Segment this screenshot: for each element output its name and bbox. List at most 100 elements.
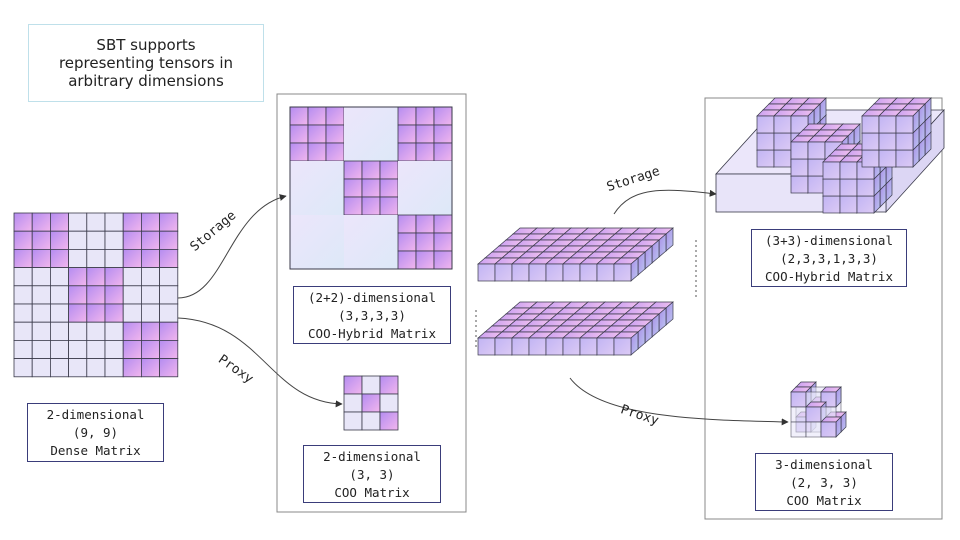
arrow-proxy-right xyxy=(569,377,789,426)
hybrid-cell xyxy=(379,196,399,216)
dense-cell xyxy=(31,285,51,305)
dense-cell xyxy=(159,339,179,359)
coo-cell xyxy=(343,375,363,395)
dense-cell xyxy=(13,248,33,268)
dense-cell xyxy=(140,303,160,323)
cube-front xyxy=(895,132,914,151)
cube-front xyxy=(839,195,858,214)
cube-front xyxy=(494,263,513,282)
cube-front xyxy=(773,115,792,134)
cube-front xyxy=(511,337,530,356)
dense-cell xyxy=(159,285,179,305)
dense-cell xyxy=(31,358,51,378)
cube-front xyxy=(878,115,897,134)
label-line: COO-Hybrid Matrix xyxy=(308,326,436,341)
cube-empty-cell xyxy=(790,406,807,423)
dense-cell xyxy=(122,303,142,323)
label-line: COO-Hybrid Matrix xyxy=(765,269,893,284)
cube-front xyxy=(807,141,826,160)
cube-front xyxy=(773,132,792,151)
label-line: 2-dimensional xyxy=(46,407,145,422)
cube-front xyxy=(596,263,615,282)
dense-cell xyxy=(31,303,51,323)
dense-cell xyxy=(86,303,106,323)
cube-front xyxy=(562,263,581,282)
dense-cell xyxy=(104,321,124,341)
hybrid-cell xyxy=(433,124,453,144)
coo-cell xyxy=(361,375,381,395)
cube-front xyxy=(878,132,897,151)
cube-front xyxy=(790,391,807,408)
cube-front xyxy=(579,263,598,282)
dense-cell xyxy=(50,285,70,305)
dense-cell xyxy=(159,267,179,287)
hybrid-cell xyxy=(307,142,327,162)
dense-cell xyxy=(13,358,33,378)
hybrid-cell xyxy=(289,106,309,126)
label-hybrid-33: (3+3)-dimensional (2,3,3,1,3,3) COO-Hybr… xyxy=(751,229,907,287)
hybrid-cell xyxy=(361,178,381,198)
cube-front xyxy=(613,263,632,282)
dense-cell xyxy=(122,321,142,341)
dense-cell xyxy=(86,248,106,268)
label-line: 3-dimensional xyxy=(775,457,873,472)
dense-cell xyxy=(104,303,124,323)
dense-cell xyxy=(159,358,179,378)
arrow-storage-right xyxy=(613,189,717,215)
cube-front xyxy=(545,337,564,356)
hybrid-cell xyxy=(433,250,453,270)
cube-hybrid-right xyxy=(715,97,945,214)
dense-cell xyxy=(68,358,88,378)
dense-cell xyxy=(13,321,33,341)
dense-cell xyxy=(122,285,142,305)
dense-cell xyxy=(104,339,124,359)
label-line: (2, 3, 3) xyxy=(790,475,858,490)
hybrid-cell xyxy=(415,106,435,126)
cube-front xyxy=(861,149,880,168)
label-line: (3,3,3,3) xyxy=(338,308,406,323)
dense-cell xyxy=(86,339,106,359)
label-line: (2,3,3,1,3,3) xyxy=(780,251,878,266)
hybrid-empty-block xyxy=(344,215,398,269)
hybrid-cell xyxy=(379,178,399,198)
dense-cell xyxy=(13,339,33,359)
label-dense-2d: 2-dimensional (9, 9) Dense Matrix xyxy=(27,403,164,462)
dense-cell xyxy=(122,358,142,378)
cube-front xyxy=(545,263,564,282)
dense-cell xyxy=(31,267,51,287)
dense-cell xyxy=(31,230,51,250)
dense-cell xyxy=(50,212,70,232)
dense-cell xyxy=(159,212,179,232)
label-line: 2-dimensional xyxy=(323,449,421,464)
dense-cell xyxy=(31,248,51,268)
cube-front xyxy=(822,195,841,214)
dense-cell xyxy=(140,267,160,287)
dense-cell xyxy=(122,248,142,268)
label-coo-2d: 2-dimensional (3, 3) COO Matrix xyxy=(303,445,441,503)
coo-cell xyxy=(379,411,399,431)
dense-cell xyxy=(31,321,51,341)
dense-cell xyxy=(122,212,142,232)
cube-front xyxy=(861,132,880,151)
label-line: (2+2)-dimensional xyxy=(308,290,436,305)
dense-cell xyxy=(104,248,124,268)
hybrid-cell xyxy=(397,142,417,162)
dense-cell xyxy=(140,339,160,359)
dense-cell xyxy=(104,285,124,305)
dense-cell xyxy=(68,230,88,250)
cube-stack-left xyxy=(477,227,674,356)
dense-cell xyxy=(140,358,160,378)
hybrid-cell xyxy=(397,250,417,270)
cube-front xyxy=(528,263,547,282)
coo-2d-grid xyxy=(343,375,399,431)
hybrid-cell xyxy=(415,142,435,162)
cube-front xyxy=(790,141,809,160)
info-note: SBT supports representing tensors in arb… xyxy=(28,24,264,102)
hybrid-2d-grid xyxy=(289,106,453,270)
dense-cell xyxy=(68,321,88,341)
hybrid-empty-block xyxy=(398,161,452,215)
dense-cell xyxy=(13,285,33,305)
dense-cell xyxy=(86,267,106,287)
dense-cell xyxy=(86,230,106,250)
